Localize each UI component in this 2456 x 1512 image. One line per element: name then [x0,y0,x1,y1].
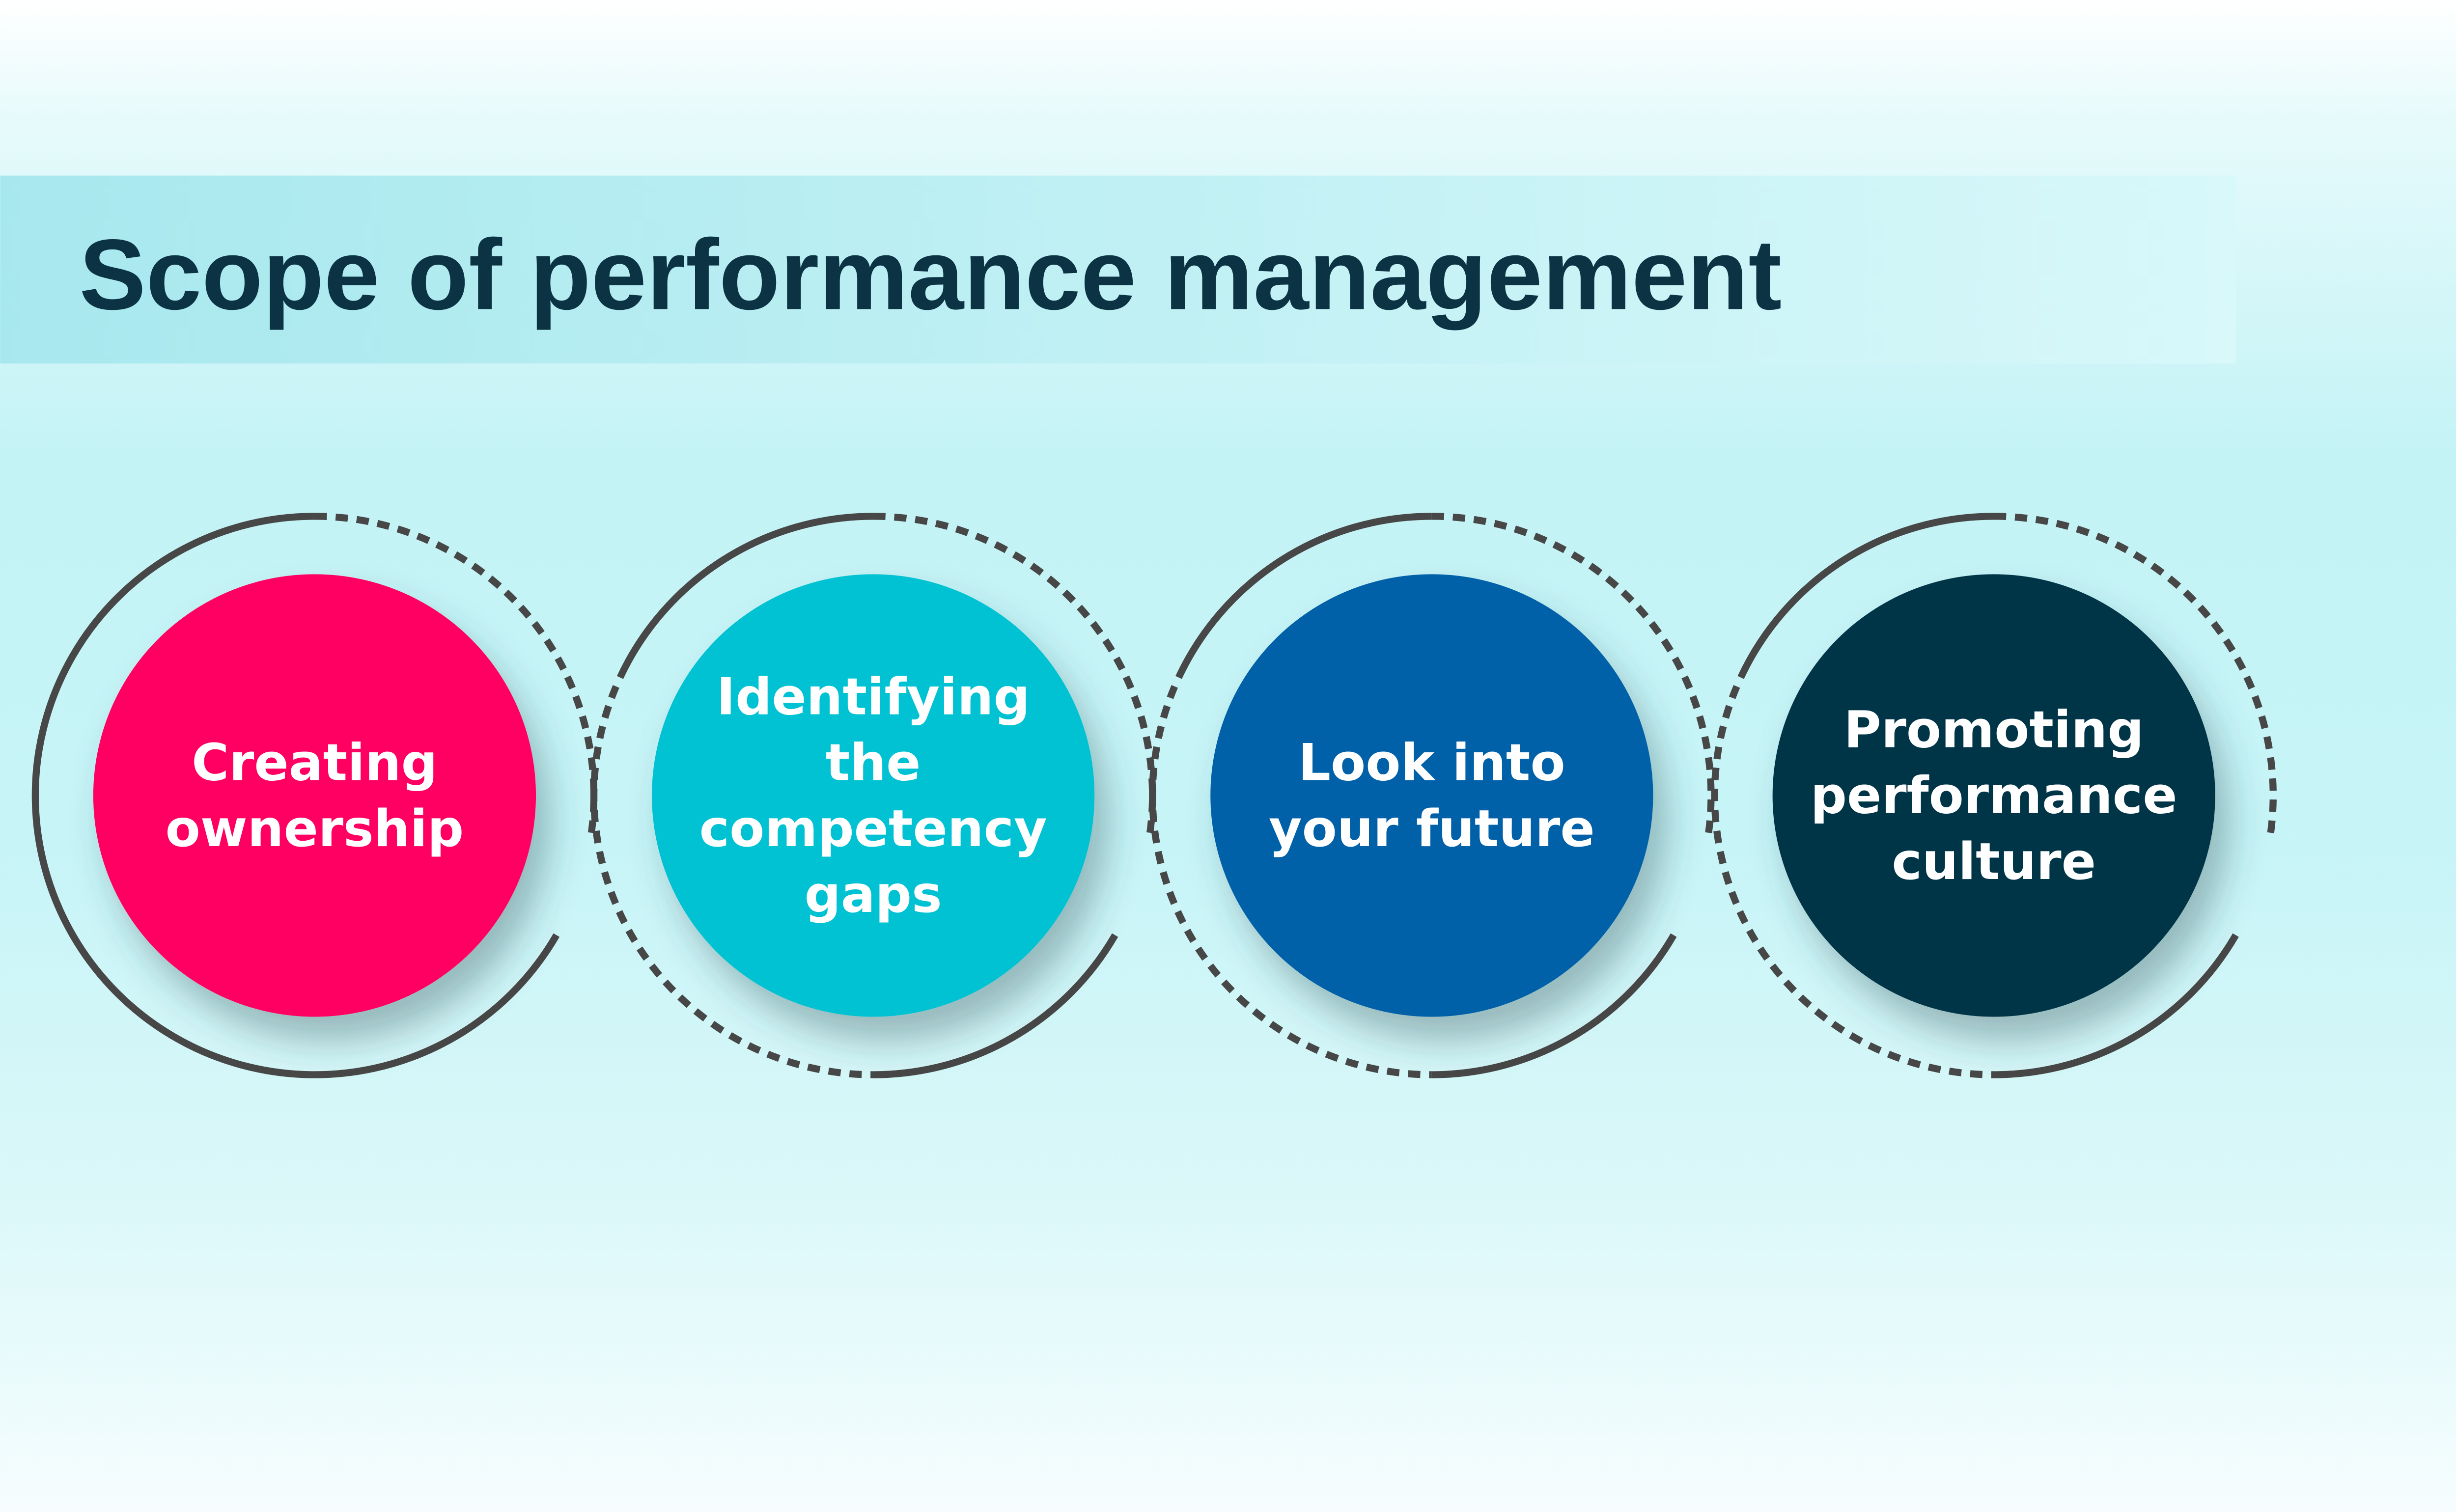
solid-ring-arc [1737,513,1994,679]
page-title: Scope of performance management [79,219,1782,330]
item-label: Creating ownership [166,734,464,858]
item-label-line: the [826,734,921,793]
item-label-line: Identifying [717,668,1030,727]
item-label: Identifying the competency gaps [699,668,1047,924]
dashed-ring-arc [1711,685,1994,1078]
item-label-line: Look into [1298,734,1565,793]
dashed-ring-arc [1149,685,1432,1078]
dashed-ring-arc [314,513,598,835]
dashed-ring-arc [590,685,873,1078]
solid-ring-arc [873,933,1118,1078]
item-label-line: your future [1269,799,1595,858]
dashed-ring-arc [1431,513,1715,835]
scope-item-3: Look into your future [1149,513,1715,1078]
item-circle [652,574,1095,1017]
item-label-line: Creating [192,734,438,793]
solid-ring-arc [1175,513,1432,679]
dashed-ring-arc [1994,513,2277,835]
item-circle [1210,574,1653,1017]
scope-item-4: Promoting performance culture [1711,513,2277,1078]
scope-item-1: Creating ownership [31,513,598,1078]
item-label-line: performance [1811,767,2177,825]
solid-ring-arc [1994,933,2239,1078]
item-circle [93,574,536,1017]
item-label-line: ownership [166,799,464,858]
item-label-line: gaps [805,865,942,924]
item-label: Promoting performance culture [1811,701,2177,891]
dashed-ring-arc [873,513,1156,835]
item-label-line: Promoting [1844,701,2144,760]
solid-ring-arc [616,513,873,679]
solid-ring-arc [31,513,560,1078]
scope-item-2: Identifying the competency gaps [590,513,1156,1078]
title-band [0,175,2236,364]
item-circle [1772,574,2215,1017]
item-label: Look into your future [1269,734,1595,858]
item-label-line: competency [699,799,1047,858]
item-label-line: culture [1892,832,2096,891]
solid-ring-arc [1431,933,1677,1078]
